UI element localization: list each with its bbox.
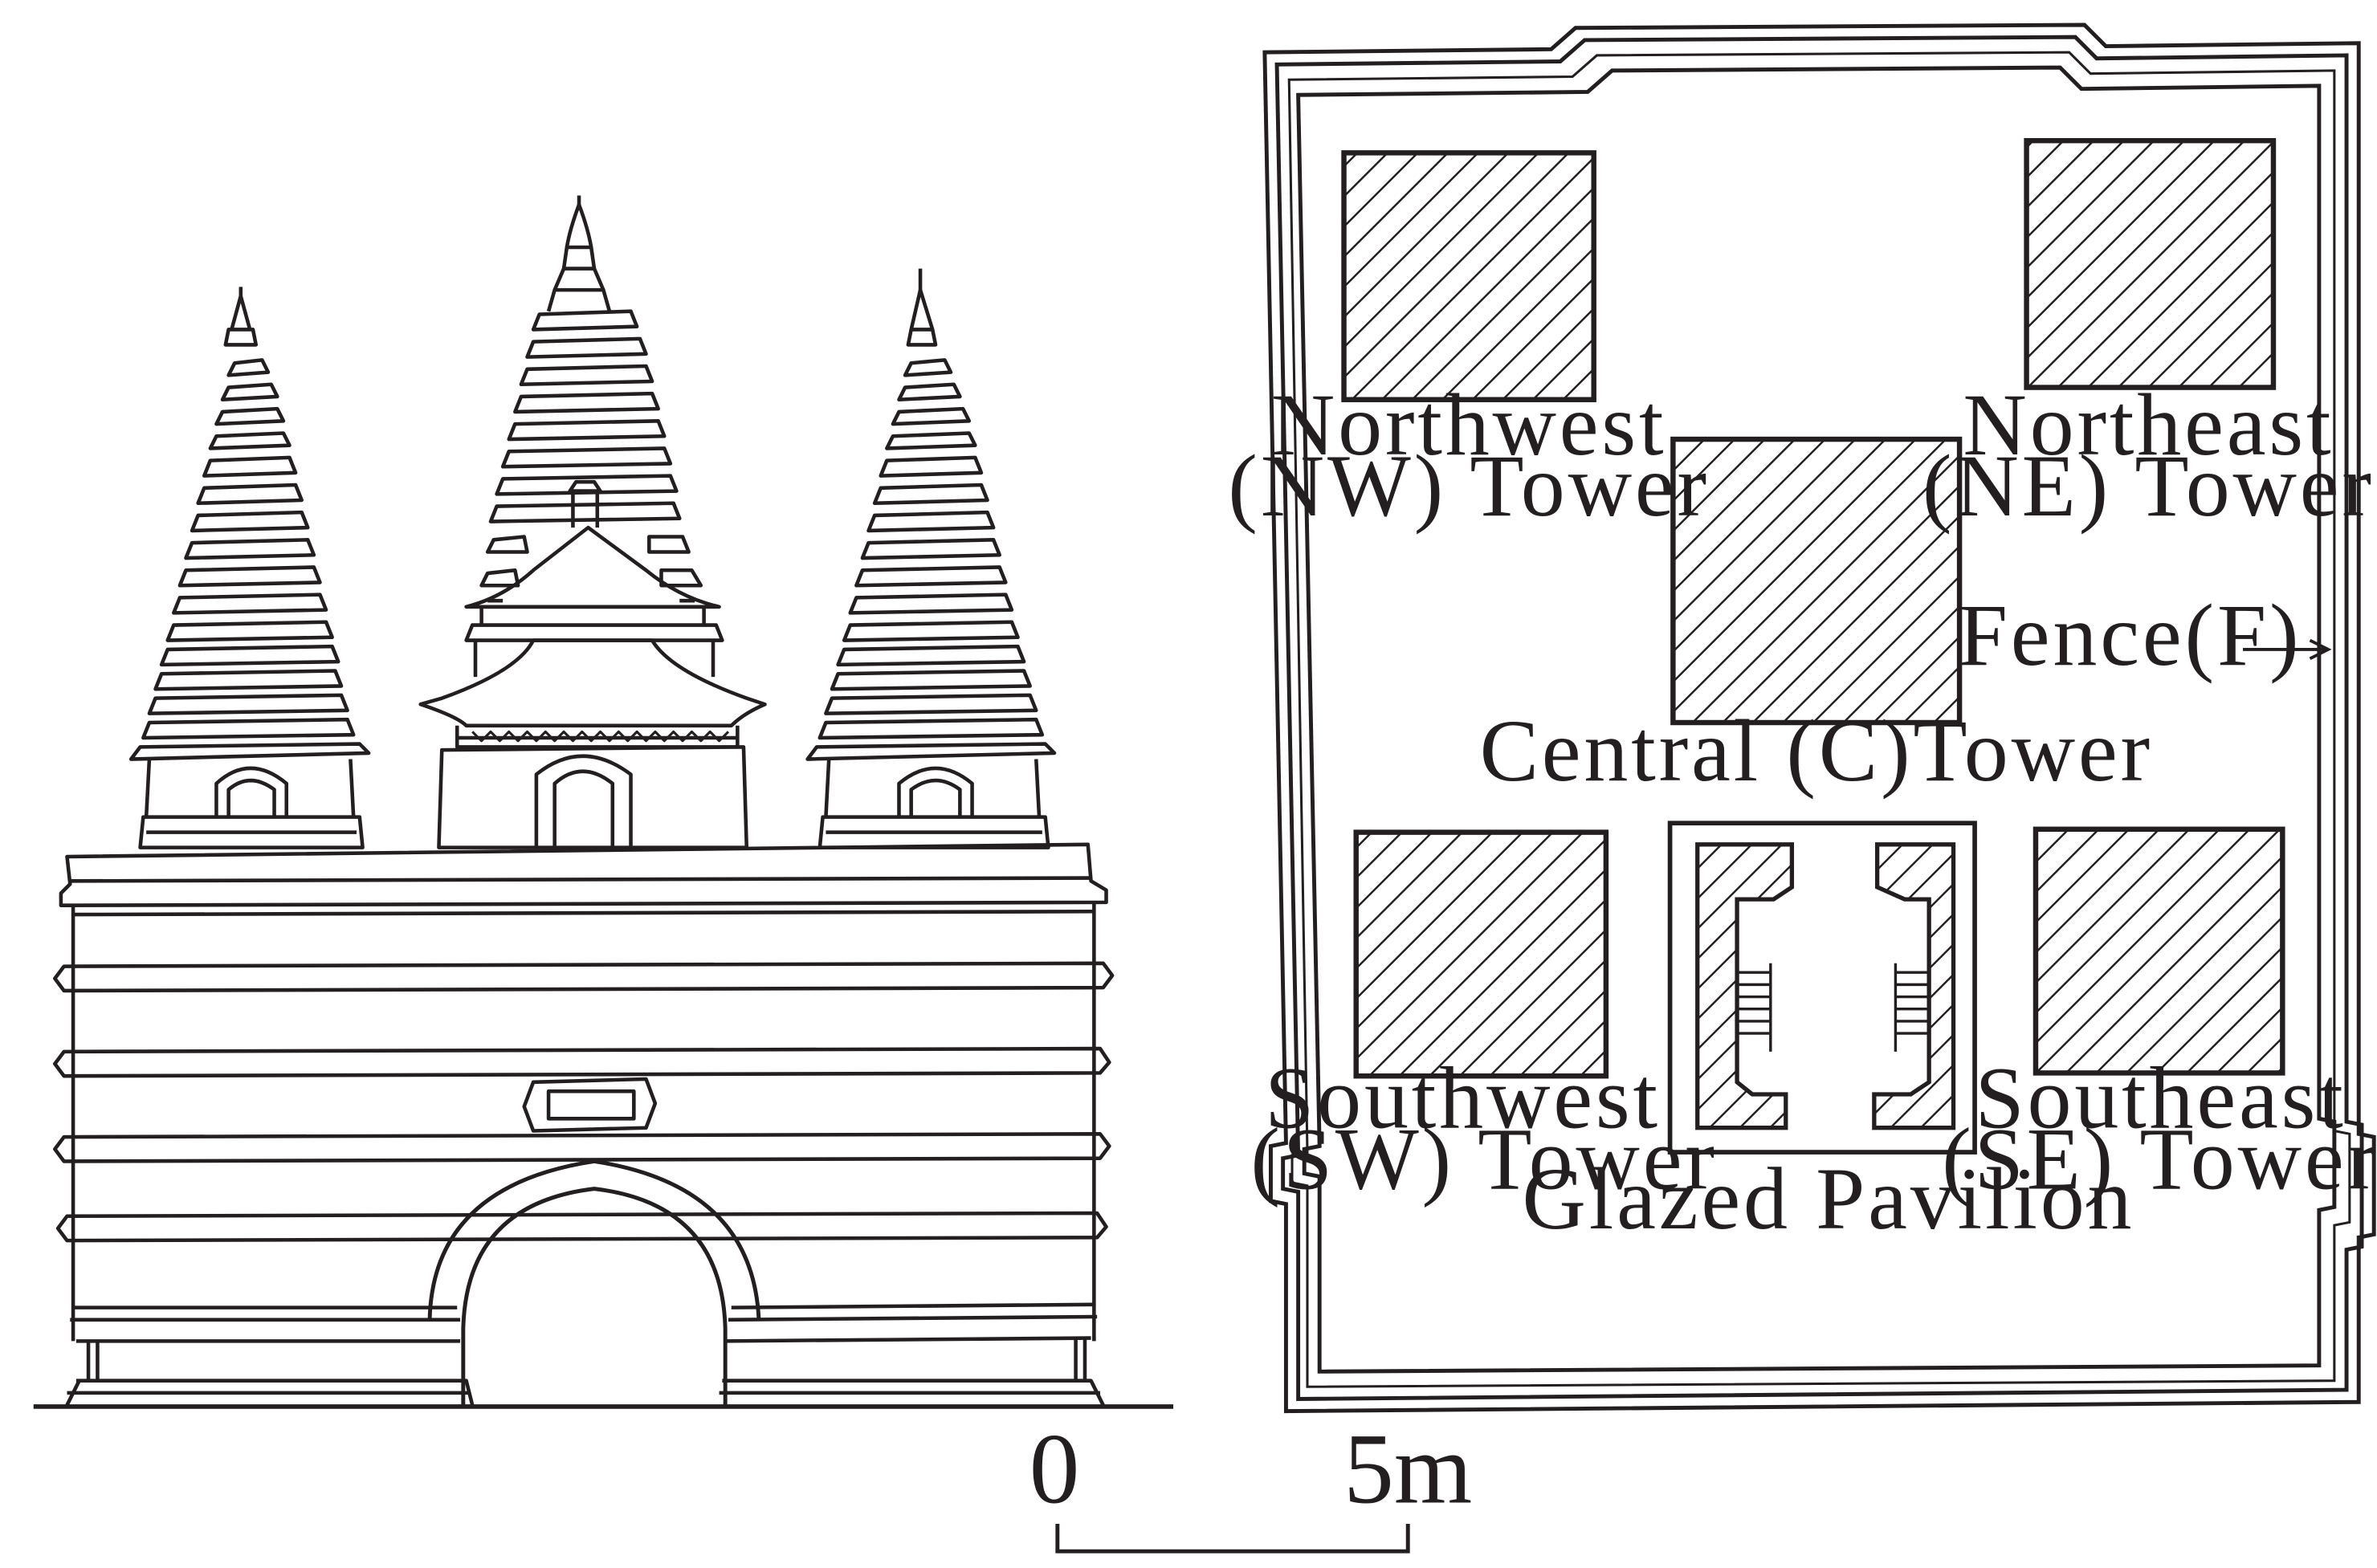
scale-end-label: 5m bbox=[1343, 1413, 1472, 1525]
nw-tower-label-line2: (NW) Tower bbox=[1228, 437, 1710, 535]
sw-tower-label-line2: (SW) Tower bbox=[1250, 1110, 1717, 1208]
ne-tower-label-line1: Northeast bbox=[1963, 376, 2334, 474]
fence-middle bbox=[1274, 35, 2364, 1401]
site-plan bbox=[1262, 22, 2376, 1414]
plan-labels: Northwest (NW) Tower Northeast (NE) Towe… bbox=[1228, 376, 2377, 1248]
arch-gate bbox=[427, 1159, 761, 1320]
glazed-pavilion-label: Glazed Pavilion bbox=[1522, 1150, 2134, 1248]
glazed-pavilion-footprint bbox=[1667, 821, 1977, 1155]
left-pagoda bbox=[128, 287, 371, 849]
scale-bar: 0 5m bbox=[1029, 1413, 1472, 1554]
central-pagoda bbox=[418, 195, 767, 849]
se-tower-label-line2: (SE) Tower bbox=[1942, 1110, 2377, 1208]
fence-label: Fence(F) bbox=[1959, 586, 2302, 684]
se-tower-footprint bbox=[2032, 826, 2285, 1076]
nw-tower-label-line1: Northwest bbox=[1271, 376, 1667, 474]
sw-tower-footprint bbox=[1353, 829, 1609, 1079]
sw-tower-label-line1: Southwest bbox=[1265, 1049, 1661, 1147]
se-tower-label-line1: Southeast bbox=[1975, 1049, 2346, 1147]
name-plaque bbox=[522, 1077, 658, 1133]
central-tower-footprint bbox=[1670, 436, 1963, 726]
ne-tower-label-line2: (NE) Tower bbox=[1922, 437, 2375, 535]
right-pagoda bbox=[805, 268, 1057, 849]
fence-inner bbox=[1296, 65, 2337, 1374]
central-tower-label: Central (C)Tower bbox=[1480, 702, 2153, 800]
elevation-drawing bbox=[33, 195, 1174, 1409]
scale-start-label: 0 bbox=[1029, 1413, 1080, 1525]
base-platform bbox=[53, 842, 1115, 1407]
fence-outer bbox=[1262, 22, 2376, 1414]
nw-tower-footprint bbox=[1341, 150, 1596, 402]
fence-arrow bbox=[2243, 638, 2332, 661]
ne-tower-footprint bbox=[2024, 137, 2277, 390]
